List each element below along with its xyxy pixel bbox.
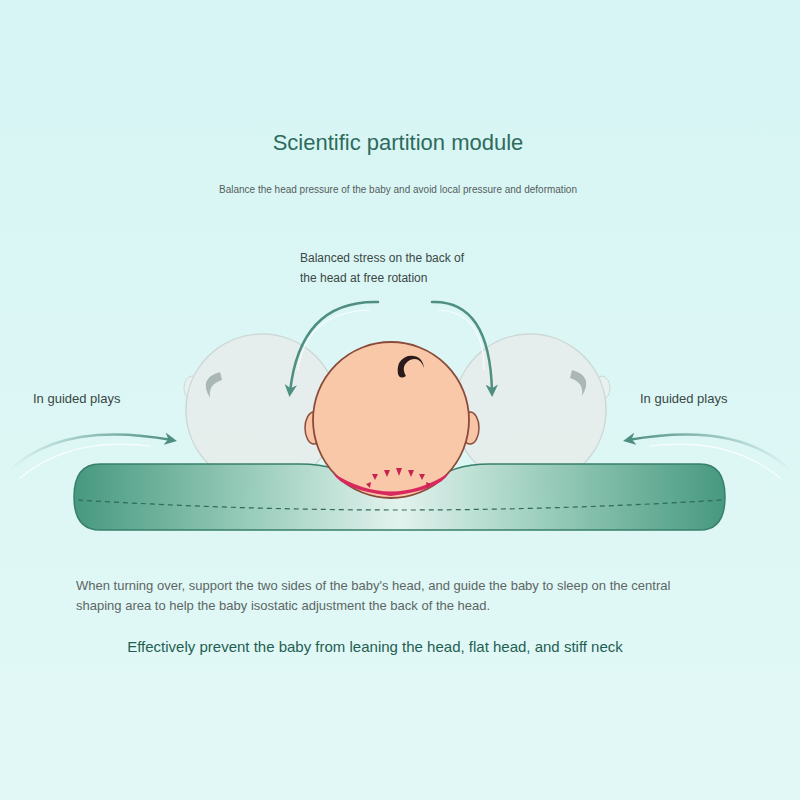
- side-label: In guided plays: [33, 389, 173, 409]
- side-label: In guided plays: [640, 389, 780, 409]
- pillow-seam: [78, 500, 722, 510]
- guide-arrows: [8, 302, 792, 478]
- caption: Effectively prevent the baby from leanin…: [0, 636, 750, 659]
- callout-text: Balanced stress on the back of the head …: [300, 248, 472, 288]
- baby-head-back: [305, 342, 479, 498]
- title: Scientific partition module: [0, 126, 796, 159]
- description: When turning over, support the two sides…: [76, 576, 686, 616]
- subtitle: Balance the head pressure of the baby an…: [0, 182, 796, 197]
